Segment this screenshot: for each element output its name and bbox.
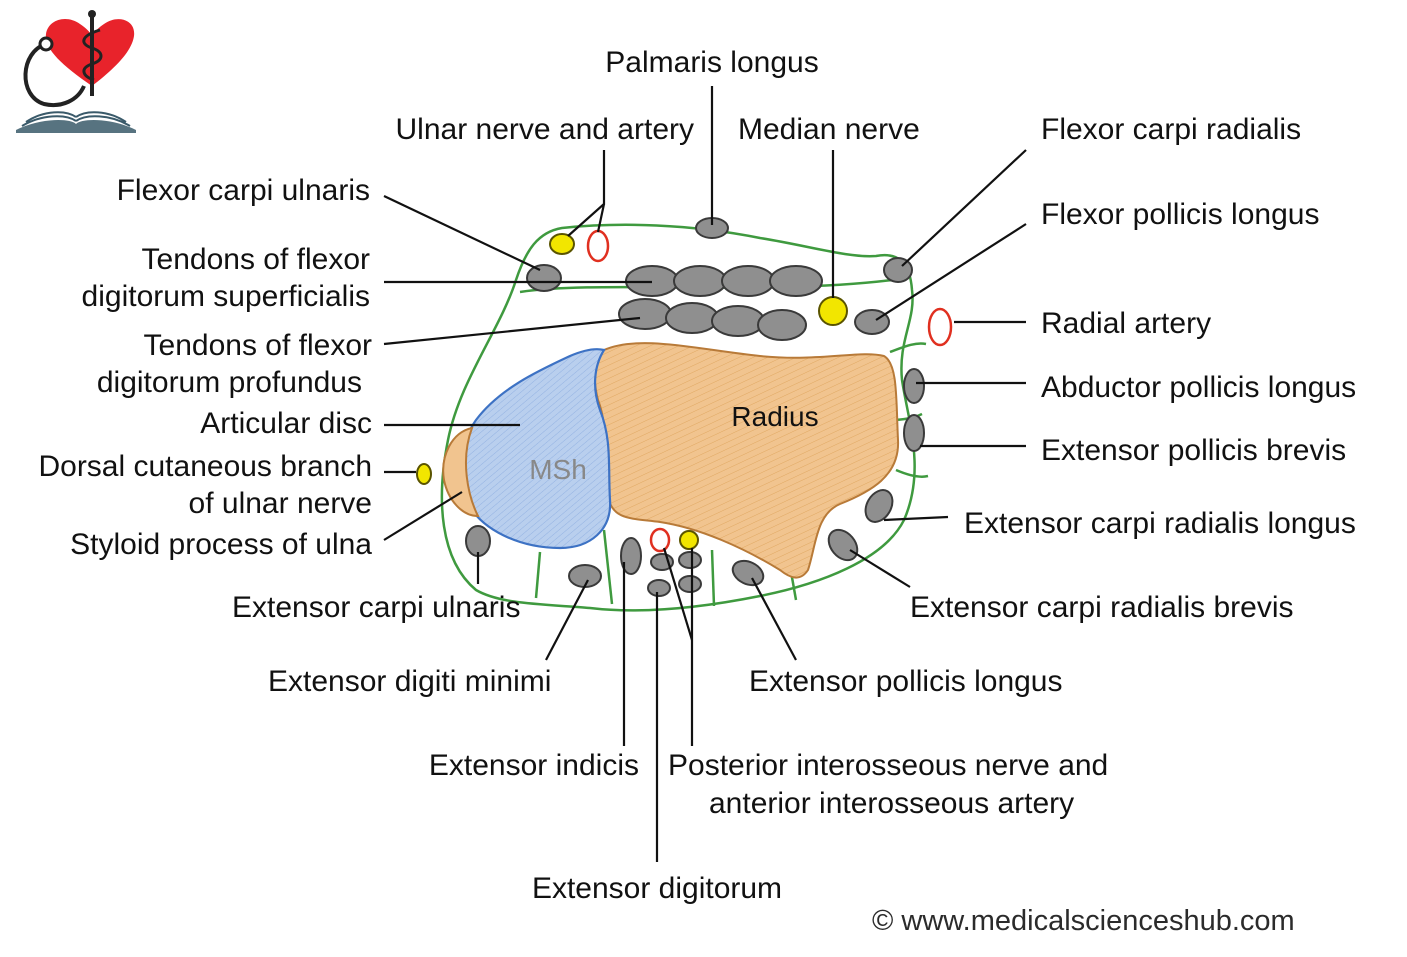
staff-top-icon: [88, 10, 96, 18]
label-pin-line2: anterior interosseous artery: [709, 787, 1074, 820]
tendon-extensor-pollicis-brevis: [903, 414, 925, 452]
label-flexor-carpi-radialis: Flexor carpi radialis: [1041, 113, 1301, 146]
anterior-interosseous-artery: [649, 527, 671, 553]
tendon-fdp-3: [711, 305, 765, 337]
label-fds-line2: digitorum superficialis: [82, 280, 370, 313]
label-extensor-digiti-minimi: Extensor digiti minimi: [268, 665, 551, 698]
tendon-extensor-carpi-ulnaris: [465, 525, 491, 557]
fascia-septum-dorsal-1: [534, 551, 542, 599]
tendon-flexor-pollicis-longus: [854, 309, 890, 335]
label-fdp-line1: Tendons of flexor: [144, 329, 372, 362]
radius-label: Radius: [731, 401, 818, 432]
fascia-septum-radial: [889, 342, 927, 354]
label-dorsal-branch-line2: of ulnar nerve: [189, 487, 372, 520]
tendon-abductor-pollicis-longus: [903, 368, 925, 404]
tendon-ext-carpi-radialis-longus: [864, 489, 894, 523]
label-extensor-indicis: Extensor indicis: [429, 749, 639, 782]
medical-sciences-hub-logo: [16, 10, 136, 133]
posterior-interosseous-nerve: [679, 530, 699, 550]
label-dorsal-branch-line1: Dorsal cutaneous branch: [38, 450, 372, 483]
label-articular-disc: Articular disc: [200, 407, 372, 440]
tendon-flexor-carpi-ulnaris: [526, 264, 562, 292]
ulnar-artery: [586, 229, 610, 263]
fascia-septum-dorsal-5: [895, 468, 929, 478]
dorsal-cutaneous-branch-ulnar-nerve: [416, 463, 432, 485]
msh-label: MSh: [529, 454, 587, 485]
label-fds-line1: Tendons of flexor: [142, 243, 370, 276]
label-extensor-carpi-ulnaris: Extensor carpi ulnaris: [232, 591, 520, 624]
tendon-extensor-digitorum-4: [678, 575, 702, 593]
label-abductor-pollicis-longus: Abductor pollicis longus: [1041, 371, 1356, 404]
label-extensor-pollicis-brevis: Extensor pollicis brevis: [1041, 434, 1346, 467]
label-flexor-pollicis-longus: Flexor pollicis longus: [1041, 198, 1319, 231]
label-extensor-digitorum: Extensor digitorum: [532, 872, 782, 905]
tendon-extensor-pollicis-longus: [731, 559, 765, 587]
book-pages-icon: [21, 111, 131, 127]
stethoscope-chestpiece-icon: [38, 36, 54, 52]
label-pin-line1: Posterior interosseous nerve and: [668, 749, 1108, 782]
tendon-fds-4: [769, 265, 823, 297]
label-radial-artery: Radial artery: [1041, 307, 1211, 340]
label-extensor-pollicis-longus: Extensor pollicis longus: [749, 665, 1063, 698]
label-median-nerve: Median nerve: [738, 113, 920, 146]
copyright-credit: © www.medicalscienceshub.com: [872, 905, 1295, 937]
label-flexor-carpi-ulnaris: Flexor carpi ulnaris: [117, 174, 370, 207]
tendon-extensor-indicis: [620, 537, 642, 575]
label-fdp-line2: digitorum profundus: [97, 366, 362, 399]
tendon-ext-carpi-radialis-brevis: [827, 528, 859, 562]
ulnar-styloid-process: [442, 426, 480, 518]
leader-lines: [383, 86, 1027, 862]
label-palmaris-longus: Palmaris longus: [605, 46, 818, 79]
tendon-fdp-4: [757, 309, 807, 341]
serpent-icon: [82, 28, 103, 82]
label-ext-carpi-radialis-longus: Extensor carpi radialis longus: [964, 507, 1356, 540]
ulnar-nerve: [549, 233, 575, 255]
tendon-fds-3: [721, 265, 775, 297]
tendon-fdp-2: [665, 302, 719, 334]
articular-disc: [460, 348, 612, 550]
label-styloid-process: Styloid process of ulna: [70, 528, 372, 561]
open-book-icon: [16, 120, 136, 133]
stethoscope-icon: [23, 42, 86, 107]
fascia-septum-dorsal-3: [710, 549, 716, 607]
fascia-septum-dorsal-2: [602, 529, 614, 605]
tendon-extensor-digitorum-3: [647, 579, 671, 597]
tendon-fdp-1: [618, 298, 672, 330]
median-nerve: [818, 296, 848, 326]
label-ext-carpi-radialis-brevis: Extensor carpi radialis brevis: [910, 591, 1293, 624]
label-ulnar-nerve-artery: Ulnar nerve and artery: [396, 113, 694, 146]
tendon-fds-2: [673, 265, 727, 297]
radial-artery: [927, 307, 953, 347]
heart-icon: [45, 19, 135, 86]
tendon-extensor-digitorum-2: [678, 551, 702, 569]
